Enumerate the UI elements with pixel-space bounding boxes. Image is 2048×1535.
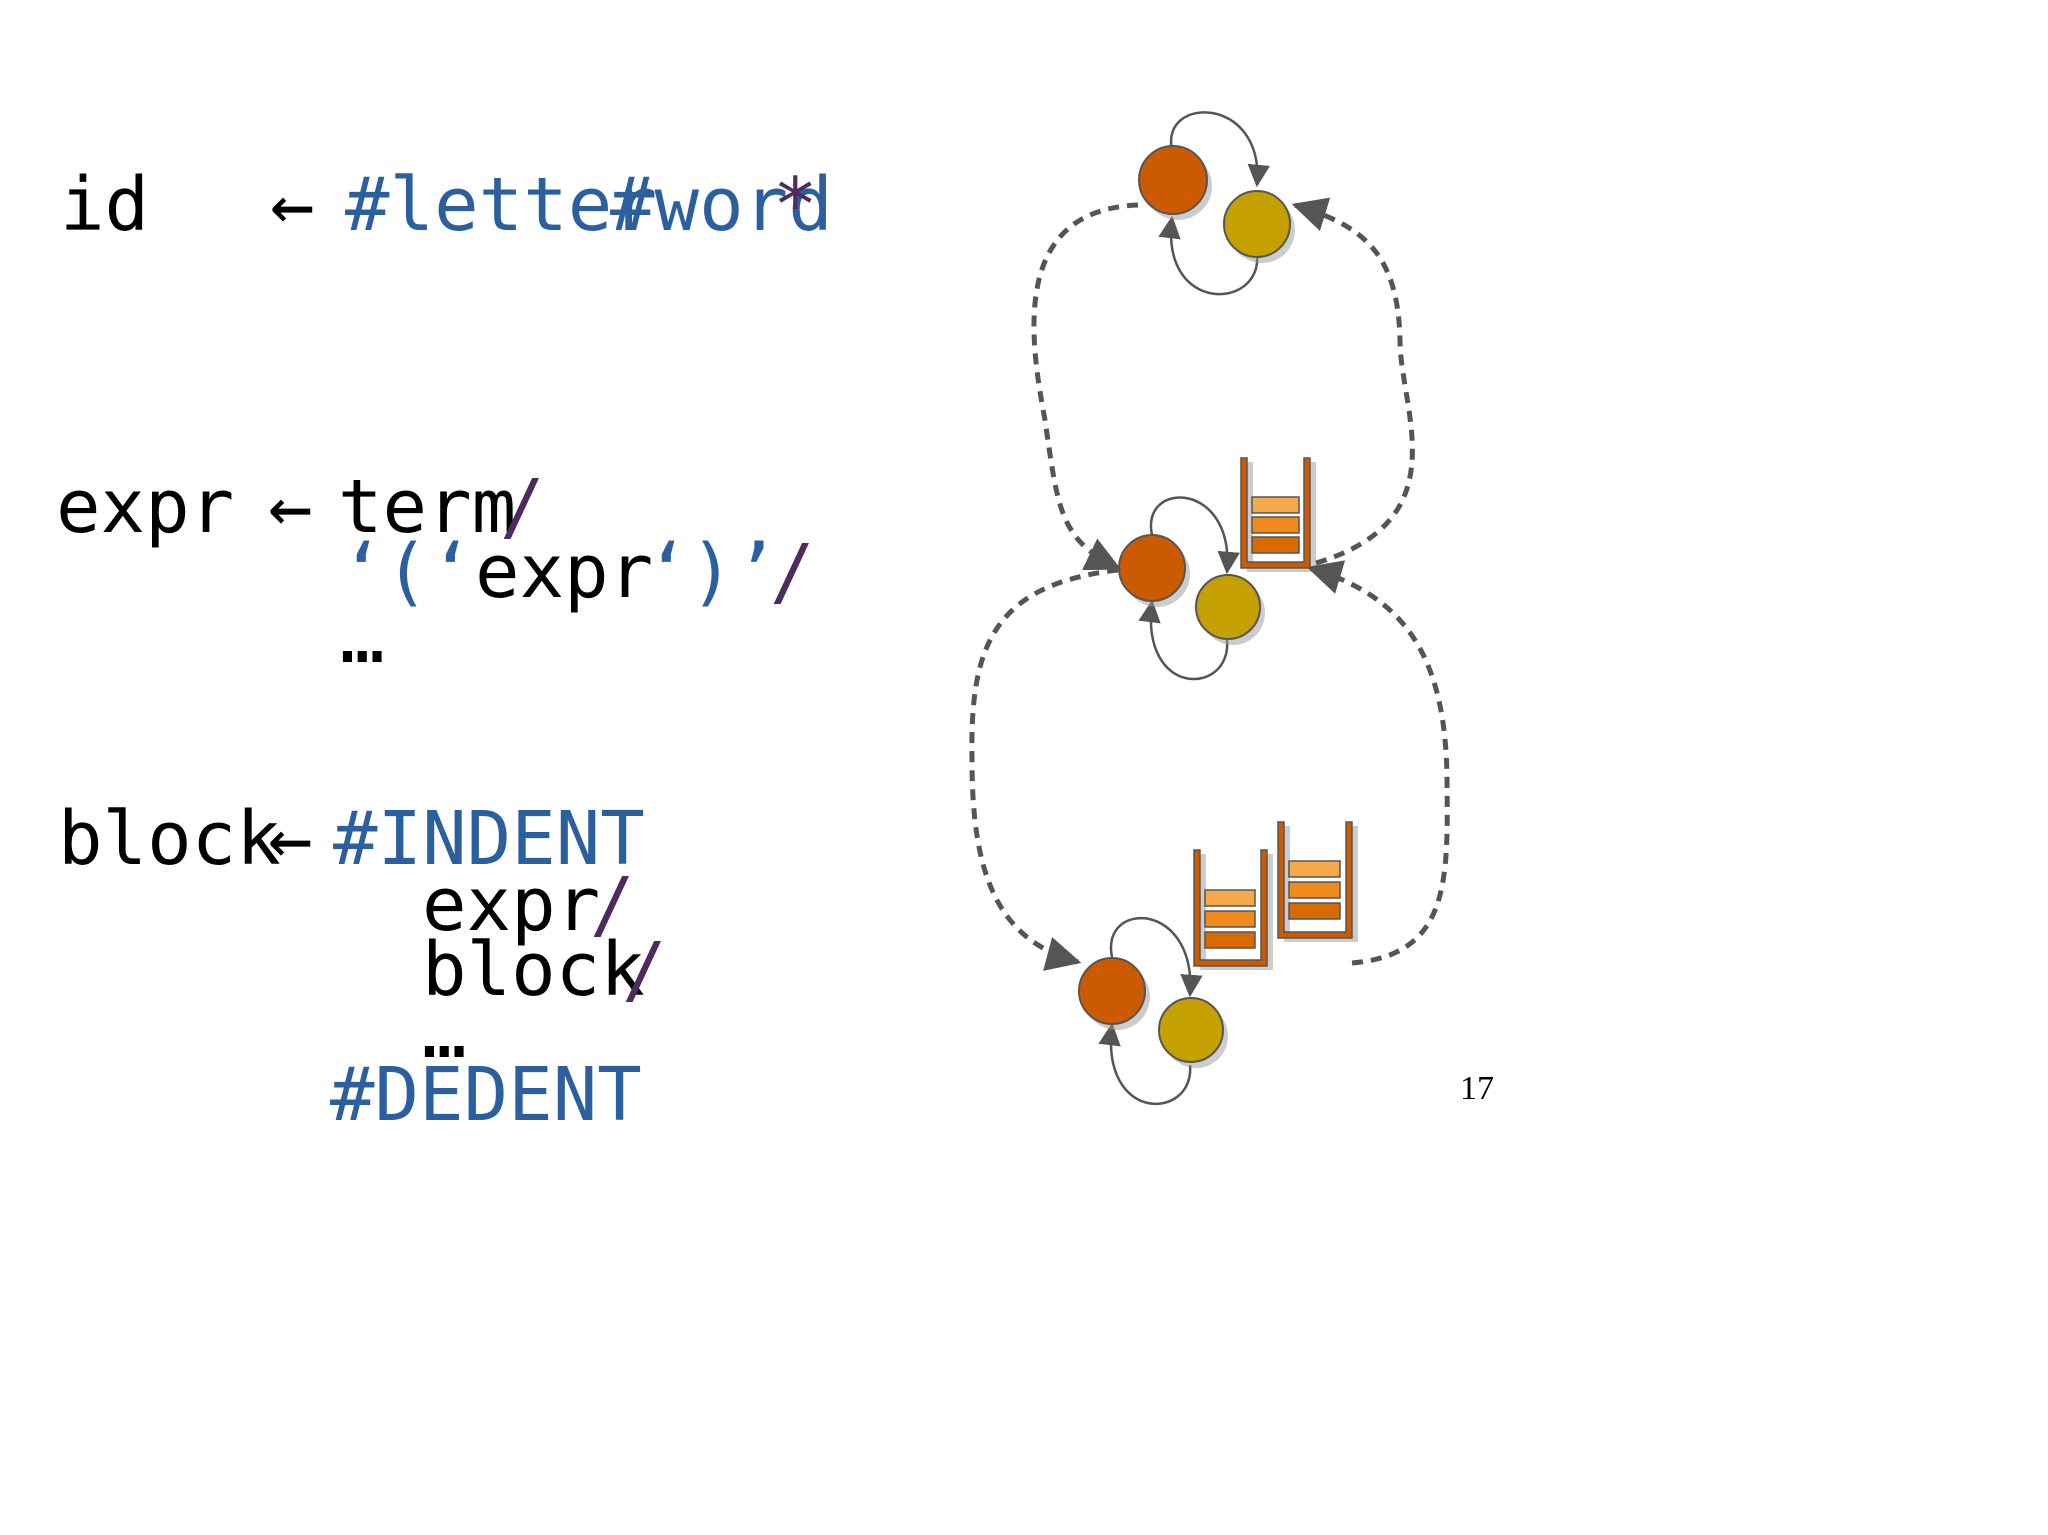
machine-group-middle <box>1118 457 1316 681</box>
call-edge <box>969 567 1119 971</box>
rule-block-arrow: ← <box>268 796 313 882</box>
rule-block-name: block <box>58 796 281 882</box>
rule-block-sep-1: / <box>590 862 635 948</box>
rule-block-sep-2: / <box>622 927 667 1013</box>
rule-block-item-block: block <box>422 927 645 1013</box>
state-node-icon <box>1158 997 1224 1063</box>
rule-expr-open-paren: ‘(‘ <box>340 529 474 615</box>
state-node-icon <box>1195 574 1261 640</box>
stack-icon <box>1193 849 1273 970</box>
rule-block-ellipsis: … <box>422 989 467 1075</box>
machine-group-top <box>1138 111 1295 296</box>
state-node-icon <box>1078 957 1146 1025</box>
rule-expr-close-paren: ‘)’ <box>645 529 779 615</box>
rule-block-item-expr: expr <box>422 862 601 948</box>
rule-block-dedent-token: #DEDENT <box>330 1052 642 1138</box>
call-edge <box>1031 202 1139 571</box>
rule-id-letter-token: #letter <box>345 162 657 248</box>
transition-edge <box>1149 496 1240 575</box>
stack-icon <box>1240 457 1316 572</box>
rule-expr-ellipsis: … <box>340 594 385 680</box>
transition-edge <box>1138 599 1229 681</box>
rule-expr-sep-1: / <box>500 464 545 550</box>
rule-id-arrow: ← <box>270 162 315 248</box>
state-node-icon <box>1118 534 1186 602</box>
return-edge <box>1306 560 1450 966</box>
state-node-icon <box>1223 190 1291 258</box>
rule-id-name: id <box>60 162 150 248</box>
page-number: 17 <box>1460 1070 1494 1107</box>
transition-edge <box>1169 111 1270 188</box>
transition-edge <box>1158 215 1259 296</box>
rule-expr-arrow: ← <box>268 464 313 550</box>
rule-expr-term: term <box>338 464 517 550</box>
rule-expr-name: expr <box>56 464 235 550</box>
stack-icon <box>1277 821 1358 942</box>
state-node-icon <box>1138 145 1208 215</box>
rule-id-star: * <box>773 162 818 248</box>
rule-expr-sep-2: / <box>770 529 815 615</box>
rule-expr-inner-expr: expr <box>475 529 654 615</box>
transition-edge <box>1109 916 1203 998</box>
machine-group-bottom <box>1078 821 1358 1106</box>
transition-edge <box>1098 1022 1192 1106</box>
rule-block-indent-token: #INDENT <box>333 796 645 882</box>
rule-id-word-token: #word <box>610 162 833 248</box>
